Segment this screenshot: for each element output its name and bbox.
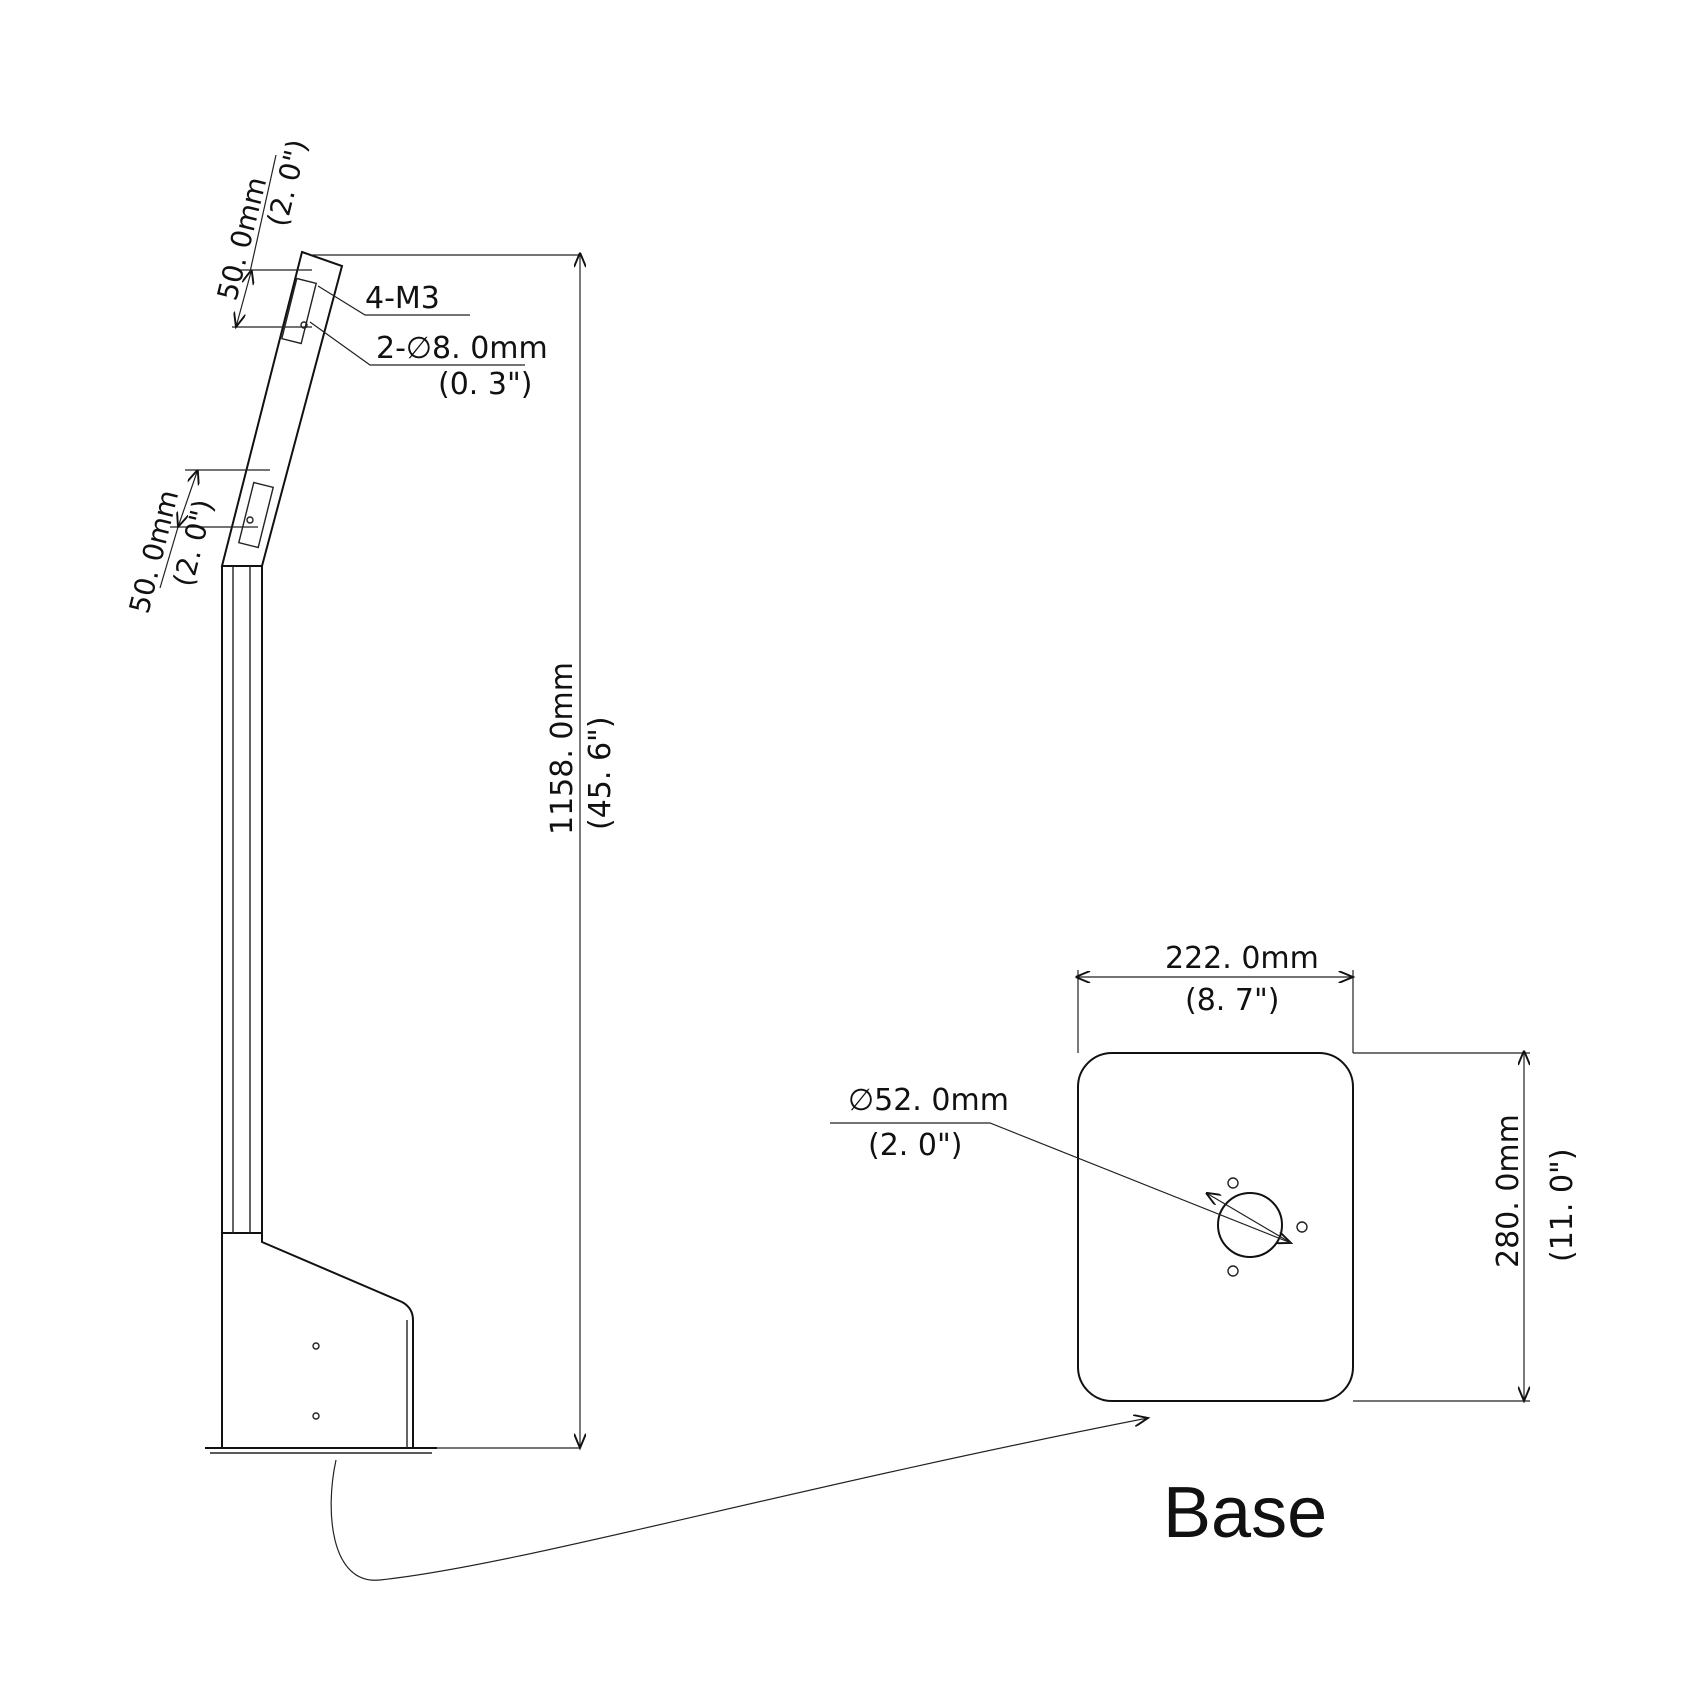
- screw-spec: 4-M3: [365, 281, 440, 316]
- width-in: (8. 7"): [1185, 983, 1279, 1018]
- base-plan-view: [830, 970, 1530, 1401]
- base-height-mm: 280. 0mm: [1491, 1114, 1526, 1268]
- stand-side-view: [205, 250, 437, 1454]
- height-in: (45. 6"): [583, 716, 618, 830]
- hole-spec-in: (0. 3"): [438, 367, 532, 402]
- stand-dimensions: [159, 154, 580, 1448]
- hole-diameter-in: (2. 0"): [868, 1128, 962, 1163]
- width-mm: 222. 0mm: [1165, 941, 1319, 976]
- top-dim-mm: 50. 0mm: [211, 174, 273, 304]
- connector-arrow: [330, 1418, 1148, 1581]
- hole-diameter-mm: ∅52. 0mm: [848, 1083, 1009, 1118]
- hole-spec: 2-∅8. 0mm: [376, 331, 548, 366]
- base-title: Base: [1163, 1473, 1327, 1553]
- base-height-in: (11. 0"): [1545, 1148, 1580, 1262]
- height-mm: 1158. 0mm: [545, 662, 580, 835]
